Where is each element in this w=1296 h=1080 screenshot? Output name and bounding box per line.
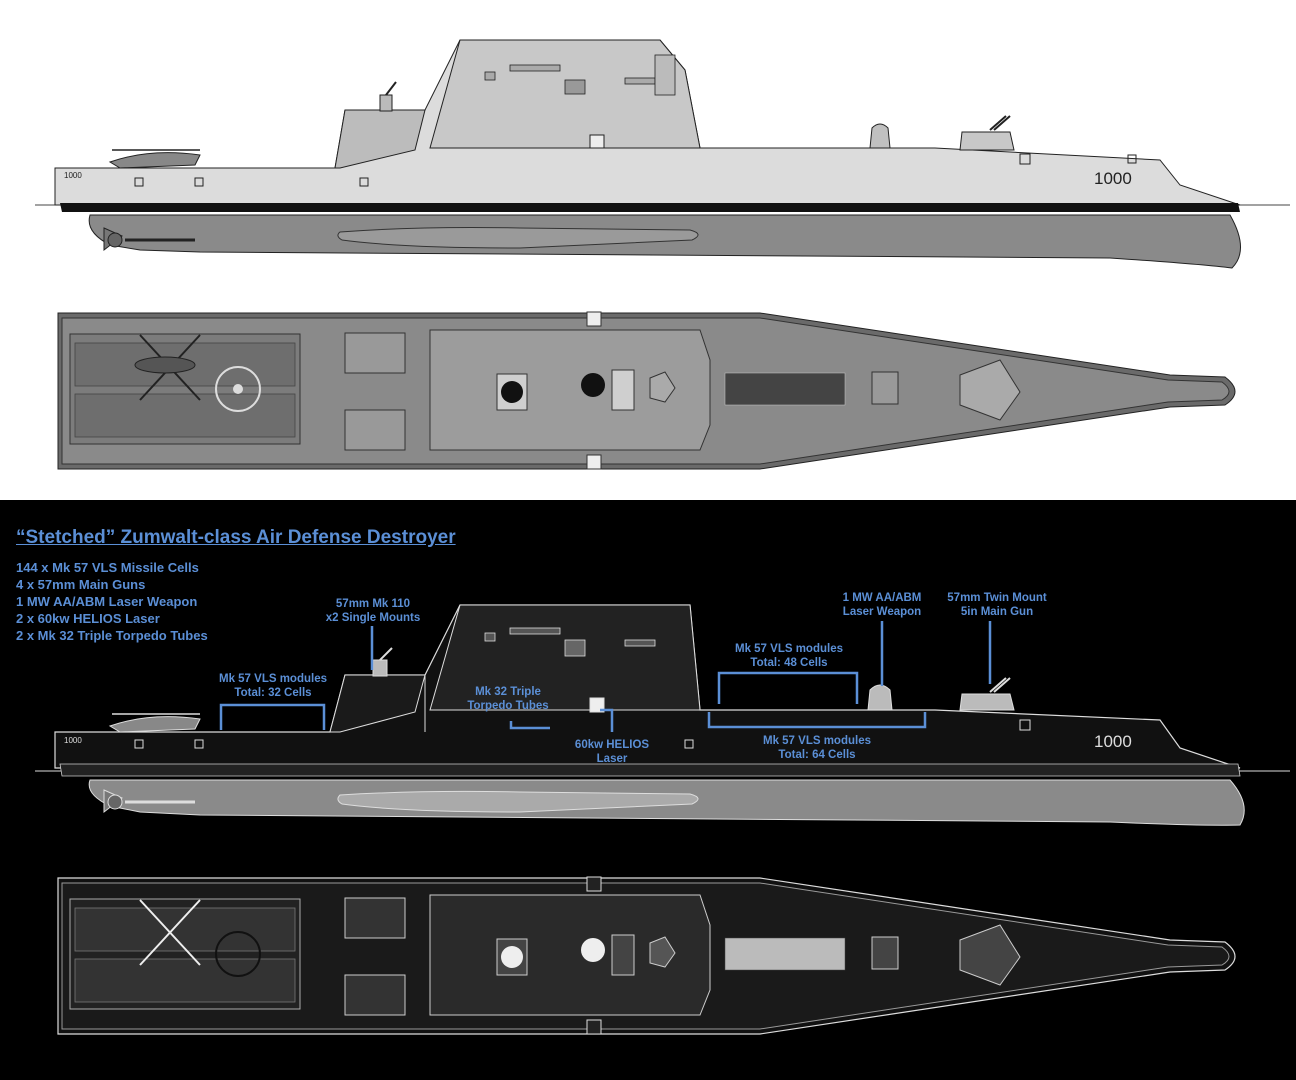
stretched-plan-view [57,876,1236,1035]
callout-line: Torpedo Tubes [467,699,549,712]
callout-mk110: 57mm Mk 110 x2 Single Mounts [326,598,421,625]
callout-line: x2 Single Mounts [325,611,421,624]
stretched-side-profile: 1000 1000 [35,604,1290,826]
callout-line: Total: 32 Cells [234,686,312,699]
callout-line: Mk 57 VLS modules [218,673,328,685]
spec-line: 4 x 57mm Main Guns [16,577,146,592]
original-drawing-panel: 1000 1000 [0,0,1296,500]
vls-64-bracket [707,712,927,729]
vls-48-bracket [717,671,859,704]
spec-line: 2 x 60kw HELIOS Laser [16,611,160,626]
callout-line: Total: 64 Cells [778,748,856,761]
original-drawings: 1000 1000 [35,39,1290,470]
stretched-drawings: 1000 1000 [35,604,1290,1035]
callout-line: Mk 57 VLS modules [734,643,844,655]
top-side-profile: 1000 1000 [35,39,1290,269]
callout-helios: 60kw HELIOS Laser [575,739,649,766]
callout-line: 1 MW AA/ABM [842,592,922,604]
callout-line: Mk 57 VLS modules [762,735,872,747]
spec-line: 144 x Mk 57 VLS Missile Cells [16,560,199,575]
callout-line: Total: 48 Cells [750,656,828,669]
hull-number-small: 1000 [64,171,82,180]
callout-vls-48: Mk 57 VLS modules Total: 48 Cells [735,643,843,670]
callout-line: Laser [596,752,628,765]
spec-line: 1 MW AA/ABM Laser Weapon [16,594,198,609]
callout-line: 57mm Mk 110 [335,598,411,610]
hull-number-large: 1000 [1094,169,1132,188]
stretched-drawing-panel: 1000 1000 [0,500,1296,1080]
callout-vls-64: Mk 57 VLS modules Total: 64 Cells [763,735,871,762]
callout-line: 60kw HELIOS [574,739,650,751]
diagram-title: “Stetched” Zumwalt-class Air Defense Des… [16,527,456,548]
helios-leader [600,708,614,732]
top-plan-view [57,311,1236,470]
callout-vls-aft: Mk 57 VLS modules Total: 32 Cells [219,673,327,700]
vls-aft-bracket [219,703,326,730]
torpedo-leader [509,721,550,730]
stretched-hull-number-large: 1000 [1094,732,1132,751]
callout-laser: 1 MW AA/ABM Laser Weapon [843,592,922,619]
spec-list: 144 x Mk 57 VLS Missile Cells 4 x 57mm M… [16,559,208,644]
callout-twin-mount: 57mm Twin Mount 5in Main Gun [947,592,1046,619]
spec-line: 2 x Mk 32 Triple Torpedo Tubes [16,628,208,643]
callout-line: 5in Main Gun [960,605,1034,618]
callout-torpedo: Mk 32 Triple Torpedo Tubes [467,686,548,713]
callout-line: Mk 32 Triple [475,686,541,698]
callout-line: Laser Weapon [842,605,922,618]
callout-line: 57mm Twin Mount [947,592,1047,604]
stretched-hull-number-small: 1000 [64,736,82,745]
callout-lines [219,621,992,732]
